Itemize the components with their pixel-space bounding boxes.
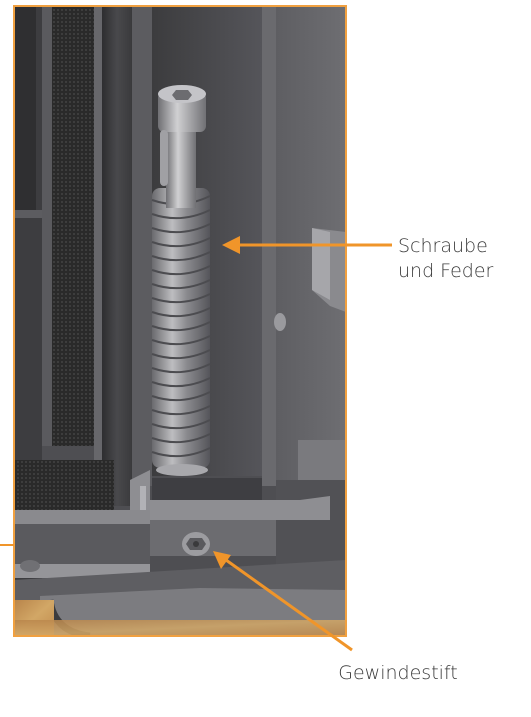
screw-spring-label-line1: Schraube — [398, 235, 488, 257]
illustration-scene — [14, 6, 346, 636]
illustration-frame — [13, 5, 347, 637]
set-screw-icon — [182, 532, 210, 556]
screw-icon — [158, 85, 206, 208]
screw-spring-label-line2: und Feder — [398, 260, 494, 282]
spring-icon — [151, 188, 211, 476]
base-bracket — [130, 470, 330, 600]
screw-spring-label: Schraube und Feder — [398, 234, 528, 284]
callout-arrow-set-screw — [213, 551, 353, 652]
mesh-panel — [52, 6, 94, 446]
set-screw-label: Gewindestift — [338, 662, 458, 684]
callout-arrow-screw-spring — [222, 236, 392, 254]
